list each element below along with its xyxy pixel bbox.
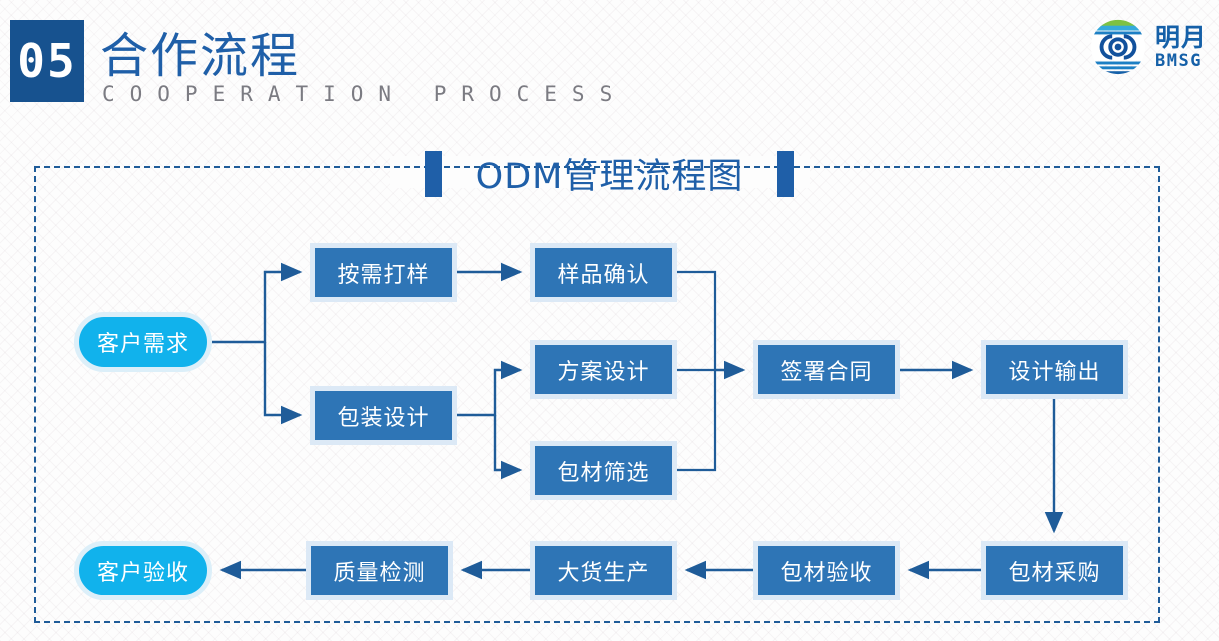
node-label: 按需打样 bbox=[337, 262, 430, 288]
node-sign-contract[interactable]: 签署合同 bbox=[753, 340, 900, 399]
node-label: 客户验收 bbox=[96, 560, 189, 586]
node-label: 质量检测 bbox=[333, 560, 426, 586]
node-quality-check[interactable]: 质量检测 bbox=[306, 541, 453, 600]
edge-demand-to-package-design bbox=[263, 342, 303, 425]
node-sampling[interactable]: 按需打样 bbox=[310, 243, 457, 302]
node-mass-production[interactable]: 大货生产 bbox=[530, 541, 677, 600]
node-label: 签署合同 bbox=[780, 359, 873, 385]
node-customer-acceptance[interactable]: 客户验收 bbox=[74, 541, 212, 600]
node-label: 客户需求 bbox=[96, 332, 189, 357]
node-label: 包材验收 bbox=[780, 560, 873, 586]
node-label: 包装设计 bbox=[337, 405, 430, 431]
edge-demand-to-sampling bbox=[212, 262, 303, 344]
edge-package-to-material-screen bbox=[493, 415, 523, 480]
node-design-output[interactable]: 设计输出 bbox=[981, 340, 1128, 399]
node-label: 样品确认 bbox=[557, 262, 650, 288]
node-material-acceptance[interactable]: 包材验收 bbox=[753, 541, 900, 600]
node-scheme-design[interactable]: 方案设计 bbox=[530, 340, 677, 399]
node-label: 包材采购 bbox=[1008, 560, 1101, 586]
node-label: 包材筛选 bbox=[557, 460, 650, 486]
node-label: 大货生产 bbox=[557, 560, 650, 586]
node-material-purchase[interactable]: 包材采购 bbox=[981, 541, 1128, 600]
node-package-design[interactable]: 包装设计 bbox=[310, 386, 457, 445]
edge-package-to-scheme bbox=[457, 360, 523, 417]
node-customer-demand[interactable]: 客户需求 bbox=[74, 312, 212, 372]
node-label: 方案设计 bbox=[557, 359, 650, 385]
node-sample-confirm[interactable]: 样品确认 bbox=[530, 243, 677, 302]
node-material-screening[interactable]: 包材筛选 bbox=[530, 441, 677, 500]
node-label: 设计输出 bbox=[1008, 359, 1101, 385]
